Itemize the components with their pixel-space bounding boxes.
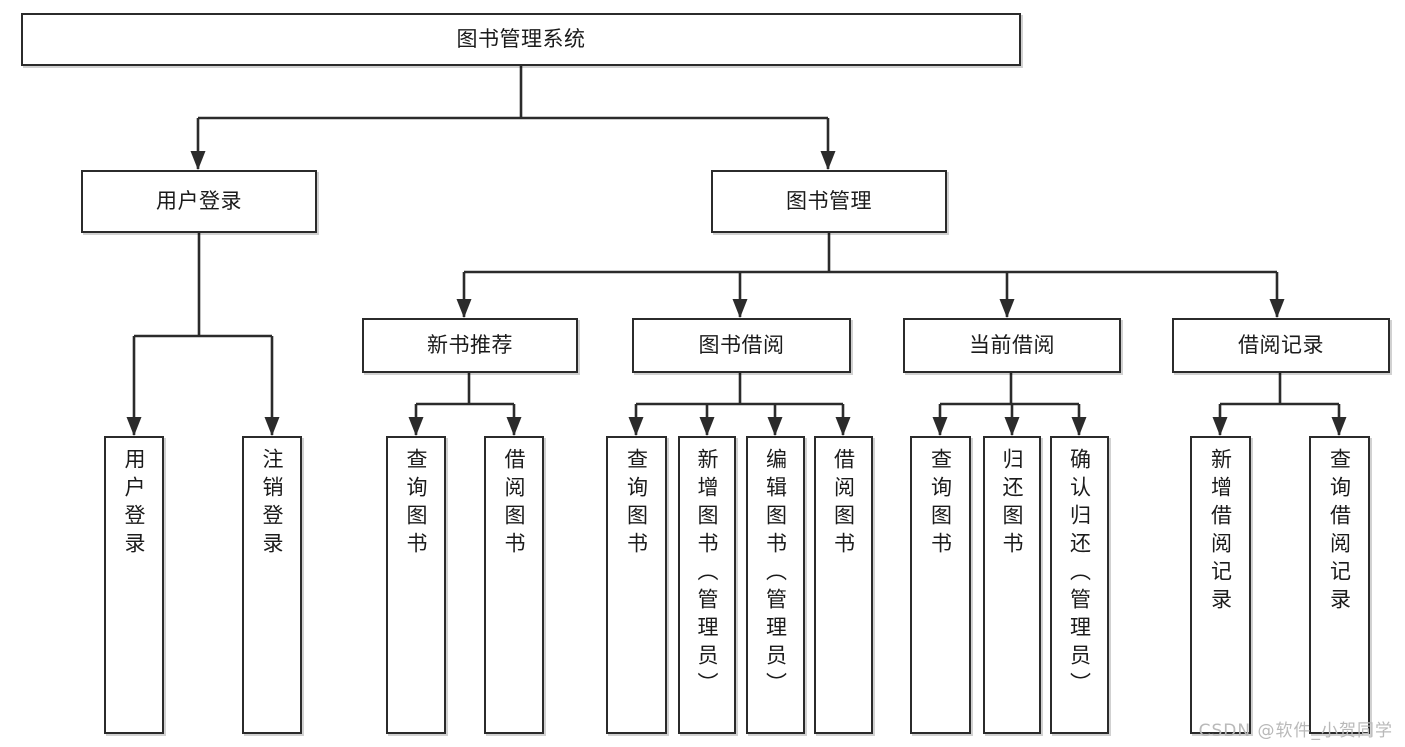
conn-book-borrow-arrow-0 bbox=[628, 417, 644, 436]
conn-borrow-record-arrow-0 bbox=[1212, 417, 1228, 436]
node-label-leaf-return-book: 归还图书 bbox=[1000, 448, 1025, 560]
node-label-leaf-user-logout: 注销登录 bbox=[260, 448, 285, 560]
node-leaf-query-book-1[interactable]: 查询图书 bbox=[386, 436, 446, 734]
node-label-book-manage: 图书管理 bbox=[786, 188, 872, 213]
conn-current-borrow-arrow-1 bbox=[1004, 417, 1020, 436]
node-borrow-record[interactable]: 借阅记录 bbox=[1172, 318, 1390, 373]
conn-book-manage-arrow-2 bbox=[999, 299, 1015, 318]
node-label-leaf-confirm-return: 确认归还（管理员） bbox=[1067, 448, 1092, 700]
node-label-new-book-recommend: 新书推荐 bbox=[427, 332, 513, 357]
node-leaf-borrow-book-2[interactable]: 借阅图书 bbox=[814, 436, 873, 734]
node-leaf-borrow-book-1[interactable]: 借阅图书 bbox=[484, 436, 544, 734]
conn-user-login-arrow-0 bbox=[126, 417, 142, 436]
conn-book-borrow-arrow-3 bbox=[835, 417, 851, 436]
node-label-leaf-query-record: 查询借阅记录 bbox=[1327, 448, 1352, 616]
node-label-leaf-borrow-book-2: 借阅图书 bbox=[831, 448, 856, 560]
node-label-user-login: 用户登录 bbox=[156, 188, 242, 213]
node-label-current-borrow: 当前借阅 bbox=[969, 332, 1055, 357]
node-leaf-return-book[interactable]: 归还图书 bbox=[983, 436, 1041, 734]
conn-new-book-arrow-1 bbox=[506, 417, 522, 436]
node-label-book-borrow: 图书借阅 bbox=[698, 332, 785, 357]
node-new-book-recommend[interactable]: 新书推荐 bbox=[362, 318, 578, 373]
node-label-leaf-user-login: 用户登录 bbox=[122, 448, 147, 560]
conn-current-borrow-arrow-2 bbox=[1071, 417, 1087, 436]
conn-book-manage-arrow-1 bbox=[732, 299, 748, 318]
conn-borrow-record-arrow-1 bbox=[1331, 417, 1347, 436]
node-label-leaf-query-book-3: 查询图书 bbox=[928, 448, 953, 560]
node-label-leaf-add-record: 新增借阅记录 bbox=[1208, 448, 1233, 616]
node-label-leaf-edit-book: 编辑图书（管理员） bbox=[763, 448, 788, 700]
node-book-manage[interactable]: 图书管理 bbox=[711, 170, 947, 233]
node-current-borrow[interactable]: 当前借阅 bbox=[903, 318, 1121, 373]
node-root[interactable]: 图书管理系统 bbox=[21, 13, 1021, 66]
conn-root-arrow-1 bbox=[820, 151, 836, 170]
conn-new-book-arrow-0 bbox=[408, 417, 424, 436]
conn-current-borrow-arrow-0 bbox=[932, 417, 948, 436]
node-leaf-add-record[interactable]: 新增借阅记录 bbox=[1190, 436, 1251, 734]
node-leaf-user-logout[interactable]: 注销登录 bbox=[242, 436, 302, 734]
node-label-root: 图书管理系统 bbox=[456, 26, 586, 51]
node-leaf-query-book-3[interactable]: 查询图书 bbox=[910, 436, 971, 734]
node-leaf-confirm-return[interactable]: 确认归还（管理员） bbox=[1050, 436, 1109, 734]
conn-book-manage-arrow-3 bbox=[1269, 299, 1285, 318]
node-leaf-query-record[interactable]: 查询借阅记录 bbox=[1309, 436, 1370, 734]
conn-user-login-arrow-1 bbox=[264, 417, 280, 436]
node-leaf-query-book-2[interactable]: 查询图书 bbox=[606, 436, 667, 734]
conn-book-manage-arrow-0 bbox=[456, 299, 472, 318]
conn-book-borrow-arrow-2 bbox=[767, 417, 783, 436]
node-user-login[interactable]: 用户登录 bbox=[81, 170, 317, 233]
node-label-leaf-add-book: 新增图书（管理员） bbox=[695, 448, 720, 700]
node-label-leaf-query-book-2: 查询图书 bbox=[624, 448, 649, 560]
conn-book-borrow-arrow-1 bbox=[699, 417, 715, 436]
node-label-leaf-query-book-1: 查询图书 bbox=[404, 448, 429, 560]
conn-root-arrow-0 bbox=[190, 151, 206, 170]
node-label-leaf-borrow-book-1: 借阅图书 bbox=[502, 448, 527, 560]
node-leaf-user-login[interactable]: 用户登录 bbox=[104, 436, 164, 734]
node-book-borrow[interactable]: 图书借阅 bbox=[632, 318, 851, 373]
node-leaf-add-book[interactable]: 新增图书（管理员） bbox=[678, 436, 736, 734]
node-label-borrow-record: 借阅记录 bbox=[1238, 332, 1324, 357]
node-leaf-edit-book[interactable]: 编辑图书（管理员） bbox=[746, 436, 805, 734]
